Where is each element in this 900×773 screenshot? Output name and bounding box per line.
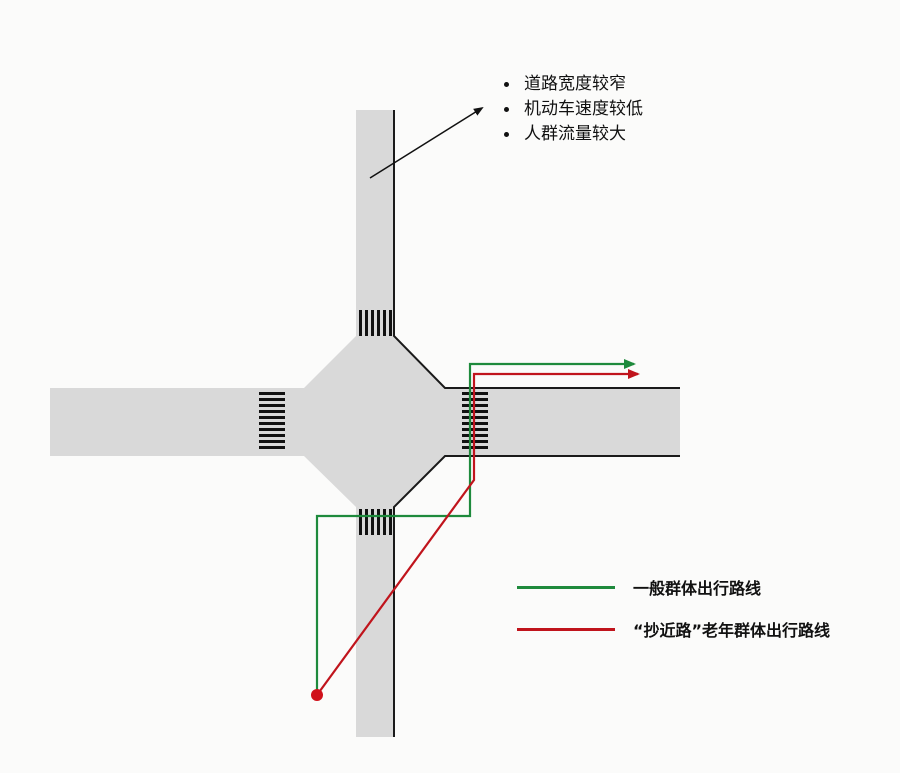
road-note-item: 人群流量较大 xyxy=(502,122,643,147)
legend-swatch-general xyxy=(517,585,615,589)
road-note-item: 机动车速度较低 xyxy=(502,97,643,122)
crosswalk-south xyxy=(359,509,392,535)
general-route-line xyxy=(315,359,636,695)
road-note-item: 道路宽度较窄 xyxy=(502,72,643,97)
elderly-route-line xyxy=(316,369,640,696)
road-surface xyxy=(50,110,680,737)
pointer-arrow xyxy=(369,106,484,179)
road-south-arm xyxy=(356,505,394,737)
route-start-point xyxy=(311,689,323,701)
legend-swatch-elderly xyxy=(517,627,615,631)
road-notes: 道路宽度较窄 机动车速度较低 人群流量较大 xyxy=(502,72,643,147)
legend-label-general: 一般群体出行路线 xyxy=(633,579,762,598)
road-north-arm xyxy=(356,110,394,340)
crosswalk-north xyxy=(359,310,392,336)
route-legend: 一般群体出行路线 “抄近路”老年群体出行路线 xyxy=(517,574,830,658)
road-edges xyxy=(393,110,680,737)
road-edge-south xyxy=(393,455,680,737)
legend-label-elderly: “抄近路”老年群体出行路线 xyxy=(633,621,831,640)
road-junction xyxy=(304,336,445,507)
crosswalk-west xyxy=(259,392,285,449)
road-edge-north xyxy=(393,110,680,389)
legend-item-elderly: “抄近路”老年群体出行路线 xyxy=(517,616,830,642)
legend-item-general: 一般群体出行路线 xyxy=(517,574,830,600)
